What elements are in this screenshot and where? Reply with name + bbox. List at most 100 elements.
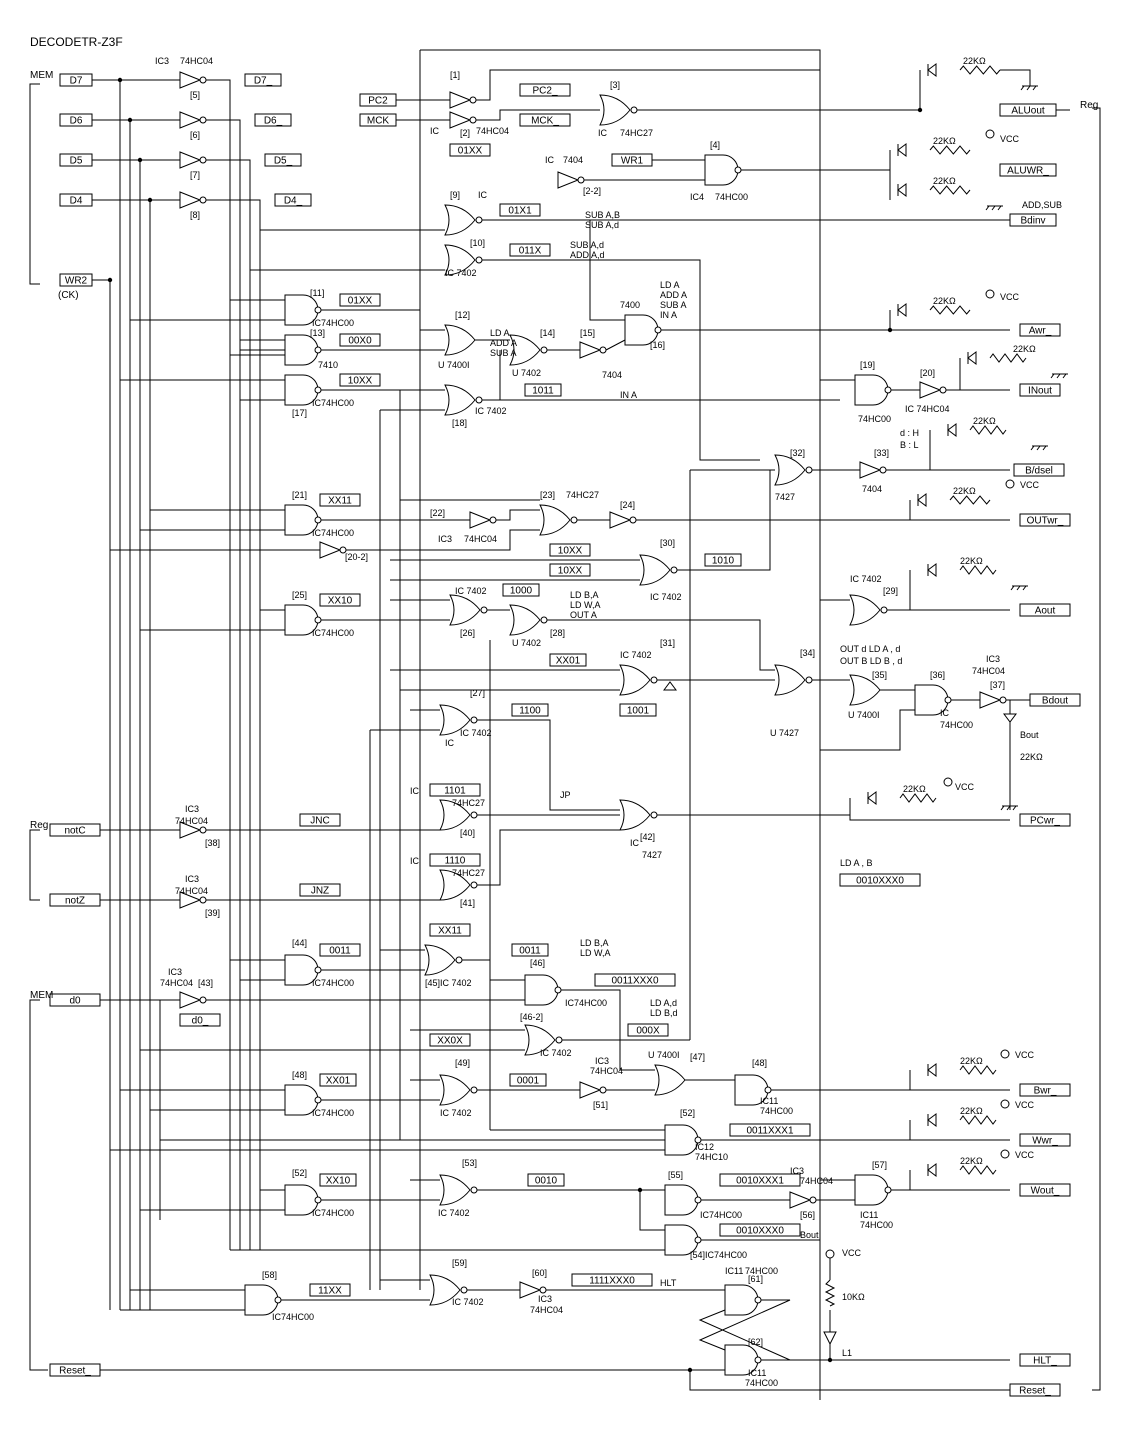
- gate-id-12: [12]: [455, 310, 470, 320]
- gate-id-51: [51]: [593, 1100, 608, 1110]
- inverter-[61]: [519, 1281, 542, 1299]
- code-1110: 1110: [445, 856, 466, 867]
- wire: [321, 309, 445, 331]
- inverter-[15]: [579, 341, 602, 359]
- inverter-[2-2]: [557, 171, 580, 189]
- r22k-12: 22KΩ: [960, 1106, 983, 1116]
- vcc-13: VCC: [1015, 1150, 1035, 1160]
- inversion-bubble: [470, 881, 478, 889]
- ann-7400-sub: SUB A: [660, 300, 687, 310]
- ann-12-ld-a: LD A: [490, 328, 510, 338]
- output-bdout: Bdout: [1042, 696, 1068, 707]
- chip-74hc00-58: 74HC00: [860, 1220, 893, 1230]
- inversion-bubble: [754, 1356, 762, 1364]
- gate-id-[5]: [5]: [190, 90, 200, 100]
- wire: [92, 199, 151, 1310]
- chip-7400: 7400: [620, 300, 640, 310]
- input-pc2: PC2: [368, 96, 388, 107]
- signal-d6-bar-box: [254, 113, 292, 127]
- code-1001-box: [619, 703, 657, 717]
- inversion-bubble: [554, 986, 562, 994]
- nand-[56]: [664, 1184, 699, 1216]
- code-000x-box: [627, 1023, 669, 1037]
- wire: [476, 109, 600, 121]
- chip-ic3-61: IC3: [538, 1294, 552, 1304]
- output-bdinv-box: [1009, 213, 1057, 227]
- output-wout: Wout_: [1031, 1186, 1060, 1197]
- chip-74hc27-23: 74HC27: [566, 490, 599, 500]
- r22k-5: 22KΩ: [1013, 344, 1036, 354]
- code-1011: 1011: [532, 386, 554, 397]
- gate-id-16: [16]: [650, 340, 665, 350]
- signal-pc2-bar-box: [519, 83, 571, 97]
- chip-ic4: IC4: [690, 192, 704, 202]
- inversion-bubble: [654, 326, 662, 334]
- gate-id-20-2: [20-2]: [345, 552, 368, 562]
- l1-label: L1: [842, 1348, 852, 1358]
- chip-7404: 7404: [563, 155, 583, 165]
- wire: [605, 339, 626, 351]
- gate-id-61: [60]: [532, 1268, 547, 1278]
- output-hlt: HLT_: [1033, 1356, 1057, 1367]
- reg-left-label: Reg: [30, 820, 48, 831]
- chip-74hc27-40: 74HC27: [452, 798, 485, 808]
- gate-id-45: [45]: [425, 978, 440, 988]
- code-1001: 1001: [627, 706, 650, 717]
- output-pcwr-box: [1019, 813, 1071, 827]
- code-01xx: 01XX: [348, 296, 373, 307]
- input-mck-box: [359, 113, 397, 127]
- signal-jnc: JNC: [310, 816, 329, 827]
- chip-74hc04-39: 74HC04: [175, 886, 208, 896]
- nand-[59]: [244, 1284, 279, 1316]
- code-00x0-box: [339, 333, 381, 347]
- gate-id-46: [46]: [530, 958, 545, 968]
- arrow-marker: [663, 681, 677, 691]
- nor3-[41]: [439, 869, 471, 901]
- port-reset-box: [49, 1363, 101, 1377]
- chip-ic11-62: IC11: [725, 1266, 743, 1276]
- vcc-symbol: [985, 129, 995, 139]
- chip-ic-7402-30: IC 7402: [650, 592, 682, 602]
- code-1000-box: [502, 583, 540, 597]
- resistor-aout: [959, 565, 997, 575]
- code-1000: 1000: [510, 586, 533, 597]
- gate-id-[8]: [8]: [190, 210, 200, 220]
- chip-ic11-63: IC11: [748, 1368, 766, 1378]
- led-pcwr: [867, 791, 877, 805]
- ann-add-ad: ADD A,d: [570, 250, 605, 260]
- code-0001: 0001: [517, 1076, 540, 1087]
- chip-ic-27: IC: [445, 738, 455, 748]
- nand-[62]: [724, 1284, 759, 1316]
- gate-id-38: [38]: [205, 838, 220, 848]
- code-xx0x-box: [429, 1033, 471, 1047]
- output-outwr-box: [1019, 513, 1071, 527]
- inversion-bubble: [629, 516, 637, 524]
- reg-right-label: Reg: [1080, 100, 1098, 111]
- output-aout-box: [1019, 603, 1071, 617]
- wire: [92, 79, 121, 1310]
- gate-id-2-2: [2-2]: [583, 186, 601, 196]
- vcc-4: VCC: [1000, 292, 1020, 302]
- inversion-bubble: [470, 1086, 478, 1094]
- wire: [477, 719, 620, 811]
- output-bwr-box: [1019, 1083, 1071, 1097]
- chip-u7402: U 7402: [512, 368, 541, 378]
- chip-74hc04-51: 74HC04: [590, 1066, 623, 1076]
- code-0010xxx1: 0010XXX1: [736, 1176, 784, 1187]
- chip-74hc04-22: 74HC04: [464, 534, 497, 544]
- code-000x: 000X: [636, 1026, 660, 1037]
- inverter-[39]: [179, 891, 202, 909]
- inversion-bubble: [199, 116, 207, 124]
- code-00xx-box: [319, 943, 361, 957]
- chip-74hc00-62: 74HC00: [745, 1266, 778, 1276]
- output-pcwr: PCwr_: [1030, 816, 1060, 827]
- wire: [92, 119, 131, 1310]
- gate-id-4: [4]: [710, 140, 720, 150]
- code-10xx-30: 10XX: [558, 566, 583, 577]
- nand-[19]: [854, 374, 889, 406]
- port-wr2: WR2: [65, 276, 88, 287]
- gate-id-3: [3]: [610, 80, 620, 90]
- junction: [917, 107, 923, 113]
- code-10xx-box: [339, 373, 381, 387]
- ann-bl: B : L: [900, 440, 919, 450]
